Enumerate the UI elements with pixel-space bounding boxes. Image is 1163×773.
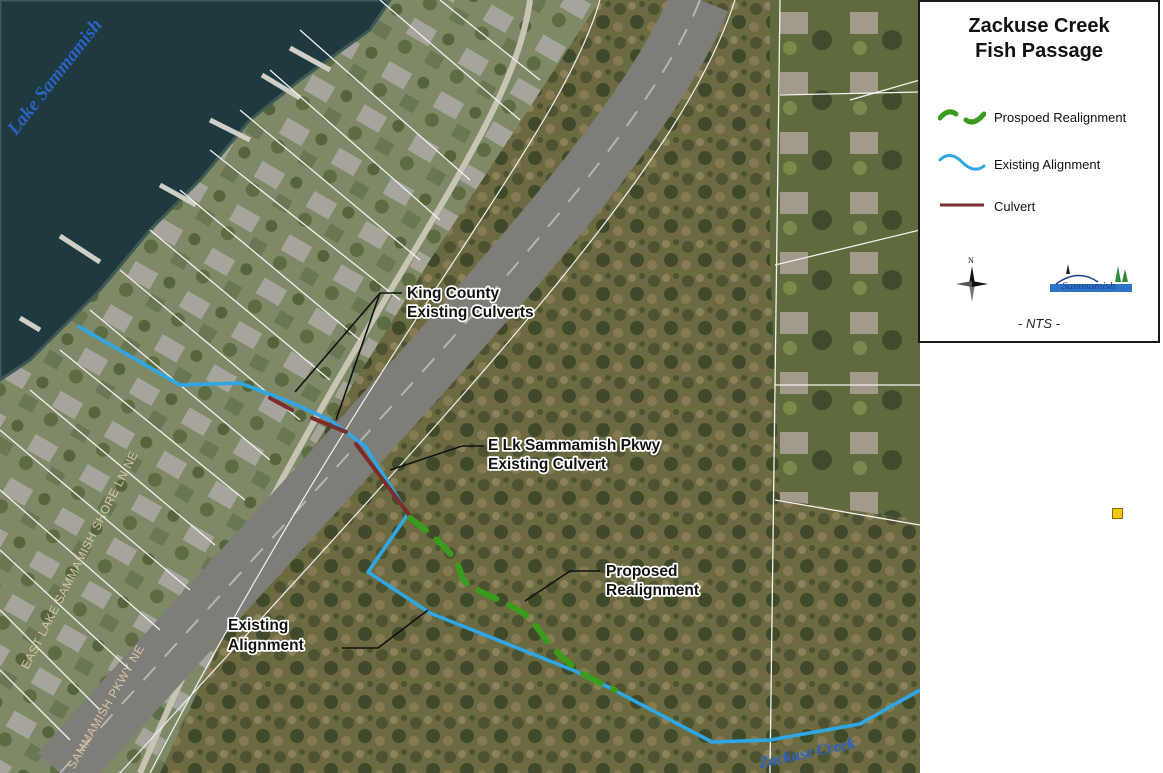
svg-text:Existing Culvert: Existing Culvert: [488, 456, 606, 473]
docks: [18, 45, 332, 333]
parkway-culvert[interactable]: [354, 442, 412, 518]
callout-proposed-realignment: Proposed Proposed Realignment Realignmen…: [604, 561, 701, 601]
svg-text:N: N: [968, 256, 974, 265]
svg-text:Existing Culverts: Existing Culverts: [407, 304, 534, 321]
svg-text:Proposed: Proposed: [606, 563, 677, 580]
right-of-way-line: [149, 0, 601, 773]
residential-area-east: [770, 0, 920, 520]
svg-text:Proposed: Proposed: [606, 563, 677, 580]
legend-title-line-1: Zackuse Creek: [968, 15, 1110, 37]
city-of-sammamish-logo-icon: [1050, 264, 1132, 292]
callout-existing-alignment: Existing Existing Alignment Alignment: [226, 615, 305, 656]
right-of-way-line-east: [119, 0, 736, 773]
callout-leaders: [294, 292, 600, 649]
king-county-culvert-1[interactable]: [268, 396, 294, 412]
svg-text:Existing Culverts: Existing Culverts: [407, 304, 534, 321]
aerial-map[interactable]: Lake Sammamish Zackuse Creek EAST LAKE S…: [0, 0, 920, 773]
map-legend: Zackuse Creek Fish Passage Prospoed Real…: [918, 0, 1160, 343]
lake-shoreline: [0, 0, 392, 382]
svg-text:Existing: Existing: [228, 617, 288, 634]
legend-label-culvert: Culvert: [994, 199, 1036, 214]
svg-text:Existing: Existing: [228, 617, 288, 634]
legend-label-existing: Existing Alignment: [994, 157, 1101, 172]
logo-text: Sammamish: [1062, 280, 1116, 292]
lake-sammamish: [0, 0, 390, 380]
svg-text:Realignment: Realignment: [606, 582, 699, 599]
scale-note: - NTS -: [1018, 316, 1060, 331]
parkway-center-line: [59, 0, 701, 773]
map-marker-icon[interactable]: [1112, 508, 1123, 519]
existing-alignment-symbol: [938, 154, 986, 171]
legend-label-proposed: Prospoed Realignment: [994, 110, 1127, 125]
legend-title-line-2: Fish Passage: [975, 40, 1103, 62]
svg-text:Existing Culvert: Existing Culvert: [488, 456, 606, 473]
legend-title: Zackuse Creek Fish Passage: [920, 14, 1158, 64]
svg-text:Realignment: Realignment: [606, 582, 699, 599]
proposed-realignment-line[interactable]: [407, 515, 618, 693]
north-arrow-icon: N: [956, 256, 988, 302]
proposed-realignment-symbol: [938, 109, 986, 125]
king-county-culvert-2[interactable]: [310, 416, 348, 434]
culvert-symbol: [940, 203, 984, 207]
culverts[interactable]: [268, 396, 412, 518]
svg-text:Alignment: Alignment: [228, 637, 304, 654]
svg-text:E Lk Sammamish Pkwy: E Lk Sammamish Pkwy: [488, 437, 661, 454]
existing-alignment-line[interactable]: [77, 324, 920, 744]
svg-text:King County: King County: [407, 285, 500, 302]
svg-text:King County: King County: [407, 285, 500, 302]
svg-text:Alignment: Alignment: [228, 637, 304, 654]
svg-text:E Lk Sammamish Pkwy: E Lk Sammamish Pkwy: [488, 437, 661, 454]
callout-king-county: King County King County Existing Culvert…: [405, 283, 535, 323]
callout-parkway-culvert: E Lk Sammamish Pkwy E Lk Sammamish Pkwy …: [486, 435, 662, 475]
